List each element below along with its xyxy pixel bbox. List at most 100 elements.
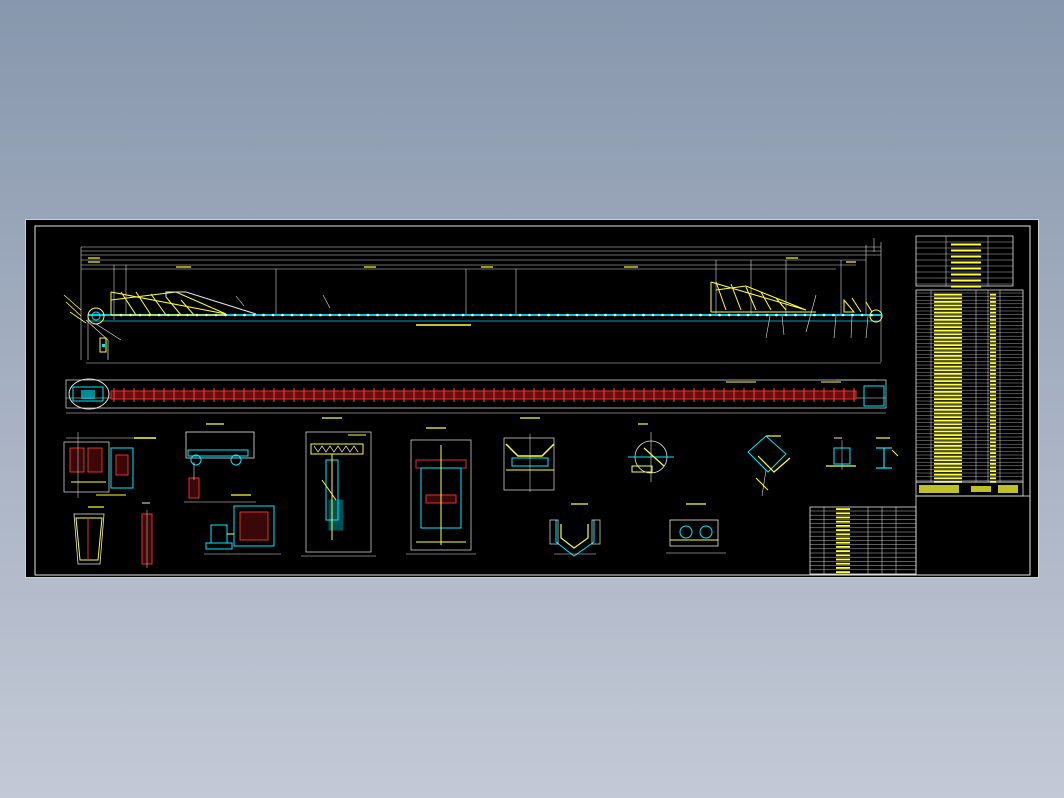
- idler-roller: [689, 313, 693, 317]
- idler-roller: [870, 313, 873, 317]
- tail-pulley-assembly: [843, 297, 883, 323]
- detail-channel: [876, 437, 899, 469]
- conveyor-plan-view: [65, 378, 887, 414]
- idler-roller: [442, 313, 446, 317]
- idler-roller: [651, 313, 655, 317]
- idler-roller: [414, 313, 417, 317]
- idler-roller: [509, 313, 512, 317]
- idler-roller: [338, 313, 341, 317]
- idler-roller: [613, 313, 617, 317]
- idler-roller: [727, 313, 731, 317]
- idler-roller: [262, 313, 265, 317]
- idler-roller: [775, 313, 778, 317]
- idler-roller: [708, 313, 712, 317]
- idler-roller: [566, 313, 569, 317]
- idler-roller: [404, 313, 408, 317]
- idler-roller: [319, 313, 322, 317]
- idler-roller: [699, 313, 702, 317]
- idler-roller: [556, 313, 560, 317]
- detail-head-frame: [63, 432, 156, 498]
- elevation-dimension-lines: [80, 238, 882, 364]
- idler-roller: [471, 313, 474, 317]
- idler-roller: [309, 313, 313, 317]
- idler-roller: [433, 313, 436, 317]
- idler-roller: [281, 313, 284, 317]
- idler-roller: [784, 313, 788, 317]
- idler-roller: [537, 313, 541, 317]
- plan-outline: [65, 379, 887, 409]
- idler-roller: [547, 313, 550, 317]
- idler-roller: [233, 313, 237, 317]
- idler-roller: [632, 313, 636, 317]
- head-end-truss: [110, 291, 257, 316]
- parts-list: [809, 506, 917, 575]
- drawing-sheet: [25, 219, 1039, 578]
- detail-vertical-plate: [141, 502, 153, 568]
- detail-guard-h: [184, 423, 256, 503]
- leader-lines: [235, 294, 869, 339]
- idler-roller: [376, 313, 379, 317]
- plan-tail-box: [863, 385, 885, 407]
- detail-return-roller: [549, 503, 601, 557]
- idler-roller: [737, 313, 740, 317]
- idler-roller: [670, 313, 674, 317]
- title-block: [915, 235, 1031, 576]
- idler-roller: [423, 313, 427, 317]
- idler-roller: [623, 313, 626, 317]
- idler-roller: [357, 313, 360, 317]
- conveyor-elevation-view: [63, 238, 883, 364]
- detail-bracket: [747, 435, 791, 497]
- idler-roller: [851, 313, 854, 317]
- idler-roller: [822, 313, 826, 317]
- cad-drawing: [34, 225, 1031, 576]
- idler-rollers: [119, 313, 873, 317]
- idler-roller: [604, 313, 607, 317]
- idler-roller: [480, 313, 484, 317]
- idler-roller: [680, 313, 683, 317]
- head-pulley-assembly: [63, 294, 122, 360]
- idler-roller: [642, 313, 645, 317]
- idler-roller: [366, 313, 370, 317]
- idler-roller: [746, 313, 750, 317]
- inner-frame: [34, 225, 1031, 576]
- idler-roller: [794, 313, 797, 317]
- idler-roller: [528, 313, 531, 317]
- tail-end-truss: [710, 281, 816, 313]
- idler-roller: [300, 313, 303, 317]
- idler-roller: [490, 313, 493, 317]
- plan-head-drum: [68, 378, 110, 410]
- idler-roller: [499, 313, 503, 317]
- detail-hanger: [826, 437, 856, 470]
- elevation-dimension-labels: [88, 257, 856, 268]
- idler-roller: [328, 313, 332, 317]
- idler-roller: [860, 313, 864, 317]
- idler-roller: [585, 313, 588, 317]
- idler-roller: [518, 313, 522, 317]
- idler-roller: [252, 313, 256, 317]
- idler-roller: [452, 313, 455, 317]
- detail-skirt: [666, 503, 726, 554]
- plan-section-ticks: [113, 388, 855, 402]
- idler-roller: [575, 313, 579, 317]
- idler-roller: [841, 313, 845, 317]
- idler-roller: [243, 313, 246, 317]
- idler-roller: [290, 313, 294, 317]
- detail-chute: [73, 506, 105, 565]
- idler-roller: [385, 313, 389, 317]
- idler-roller: [803, 313, 807, 317]
- idler-roller: [718, 313, 721, 317]
- idler-roller: [271, 313, 275, 317]
- idler-roller: [756, 313, 759, 317]
- idler-roller: [594, 313, 598, 317]
- idler-roller: [661, 313, 664, 317]
- idler-roller: [347, 313, 351, 317]
- idler-roller: [813, 313, 816, 317]
- detail-pulley-frame: [406, 427, 476, 555]
- detail-cleaner: [628, 423, 674, 482]
- idler-roller: [765, 313, 769, 317]
- detail-drive-unit: [204, 494, 281, 555]
- idler-roller: [832, 313, 835, 317]
- idler-roller: [395, 313, 398, 317]
- detail-trough-idler: [503, 417, 555, 492]
- detail-idler-section: [301, 417, 376, 557]
